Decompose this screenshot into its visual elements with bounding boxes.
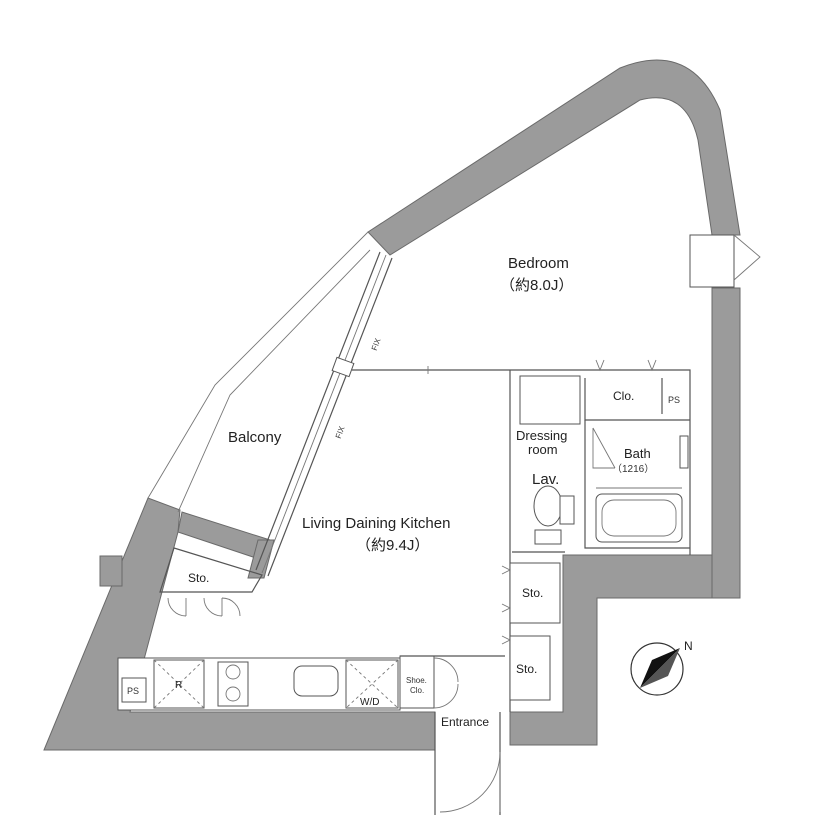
toilet-tank xyxy=(534,529,562,545)
washer-dryer-label: W/D xyxy=(360,697,379,708)
storage-lower xyxy=(509,635,551,701)
balcony-corner xyxy=(247,539,275,579)
fix-window xyxy=(255,251,393,577)
bedroom-size: （約8.0J） xyxy=(500,277,573,294)
ps-box xyxy=(121,677,147,703)
storage-upper xyxy=(509,562,561,624)
entrance-area xyxy=(399,655,505,815)
compass: N xyxy=(630,639,693,696)
stove xyxy=(217,661,249,707)
ldk-name: Living Daining Kitchen xyxy=(302,515,450,532)
left-nub xyxy=(99,555,123,587)
dressing-line1: Dressing xyxy=(516,428,567,443)
exterior-walls xyxy=(43,59,741,751)
sto-lower-label: Sto. xyxy=(516,662,537,676)
balcony-name: Balcony xyxy=(228,429,282,446)
kitchen-sink xyxy=(293,665,339,697)
bath-name: Bath xyxy=(624,446,651,461)
service-core xyxy=(501,359,691,712)
dressing-line2: room xyxy=(528,442,558,457)
shoe-closet-line1: Shoe. xyxy=(406,676,427,685)
bath-size: （1216） xyxy=(612,463,654,475)
shoe-closet-line2: Clo. xyxy=(410,686,424,695)
fix-lower-label: FIX xyxy=(334,424,347,439)
washer-dryer xyxy=(345,659,399,709)
balcony-outline xyxy=(147,231,371,513)
bathtub xyxy=(595,493,683,543)
closet-label: Clo. xyxy=(613,389,634,403)
fix-upper-label: FIX xyxy=(370,336,383,351)
window-mullion xyxy=(331,356,355,378)
sink xyxy=(559,495,575,525)
entrance-name: Entrance xyxy=(441,715,489,729)
north-arrow-shade-icon xyxy=(640,648,680,688)
right-door xyxy=(689,234,761,288)
ps-kitchen-label: PS xyxy=(127,686,139,696)
shoe-closet xyxy=(399,655,435,709)
lav-name: Lav. xyxy=(532,471,559,488)
kitchen-counter xyxy=(117,657,401,711)
right-window xyxy=(689,234,735,288)
bath-shelf xyxy=(679,435,689,469)
right-wall xyxy=(711,287,741,599)
bedroom-name: Bedroom xyxy=(508,255,569,272)
compass-label: N xyxy=(684,639,693,653)
sto-left-label: Sto. xyxy=(188,571,209,585)
ldk-size: （約9.4J） xyxy=(356,537,429,554)
top-curved-wall xyxy=(367,59,741,256)
refrigerator xyxy=(153,659,205,709)
toilet-bowl xyxy=(533,485,563,527)
ps-top-label: PS xyxy=(668,395,680,405)
bedroom-partition xyxy=(352,366,510,374)
burner-1 xyxy=(225,664,241,680)
left-storage xyxy=(159,547,263,617)
burner-2 xyxy=(225,686,241,702)
right-lower-wall xyxy=(509,554,713,746)
sto-upper-label: Sto. xyxy=(522,586,543,600)
dressing-shelf xyxy=(519,375,581,425)
refrigerator-label: R xyxy=(175,680,182,691)
